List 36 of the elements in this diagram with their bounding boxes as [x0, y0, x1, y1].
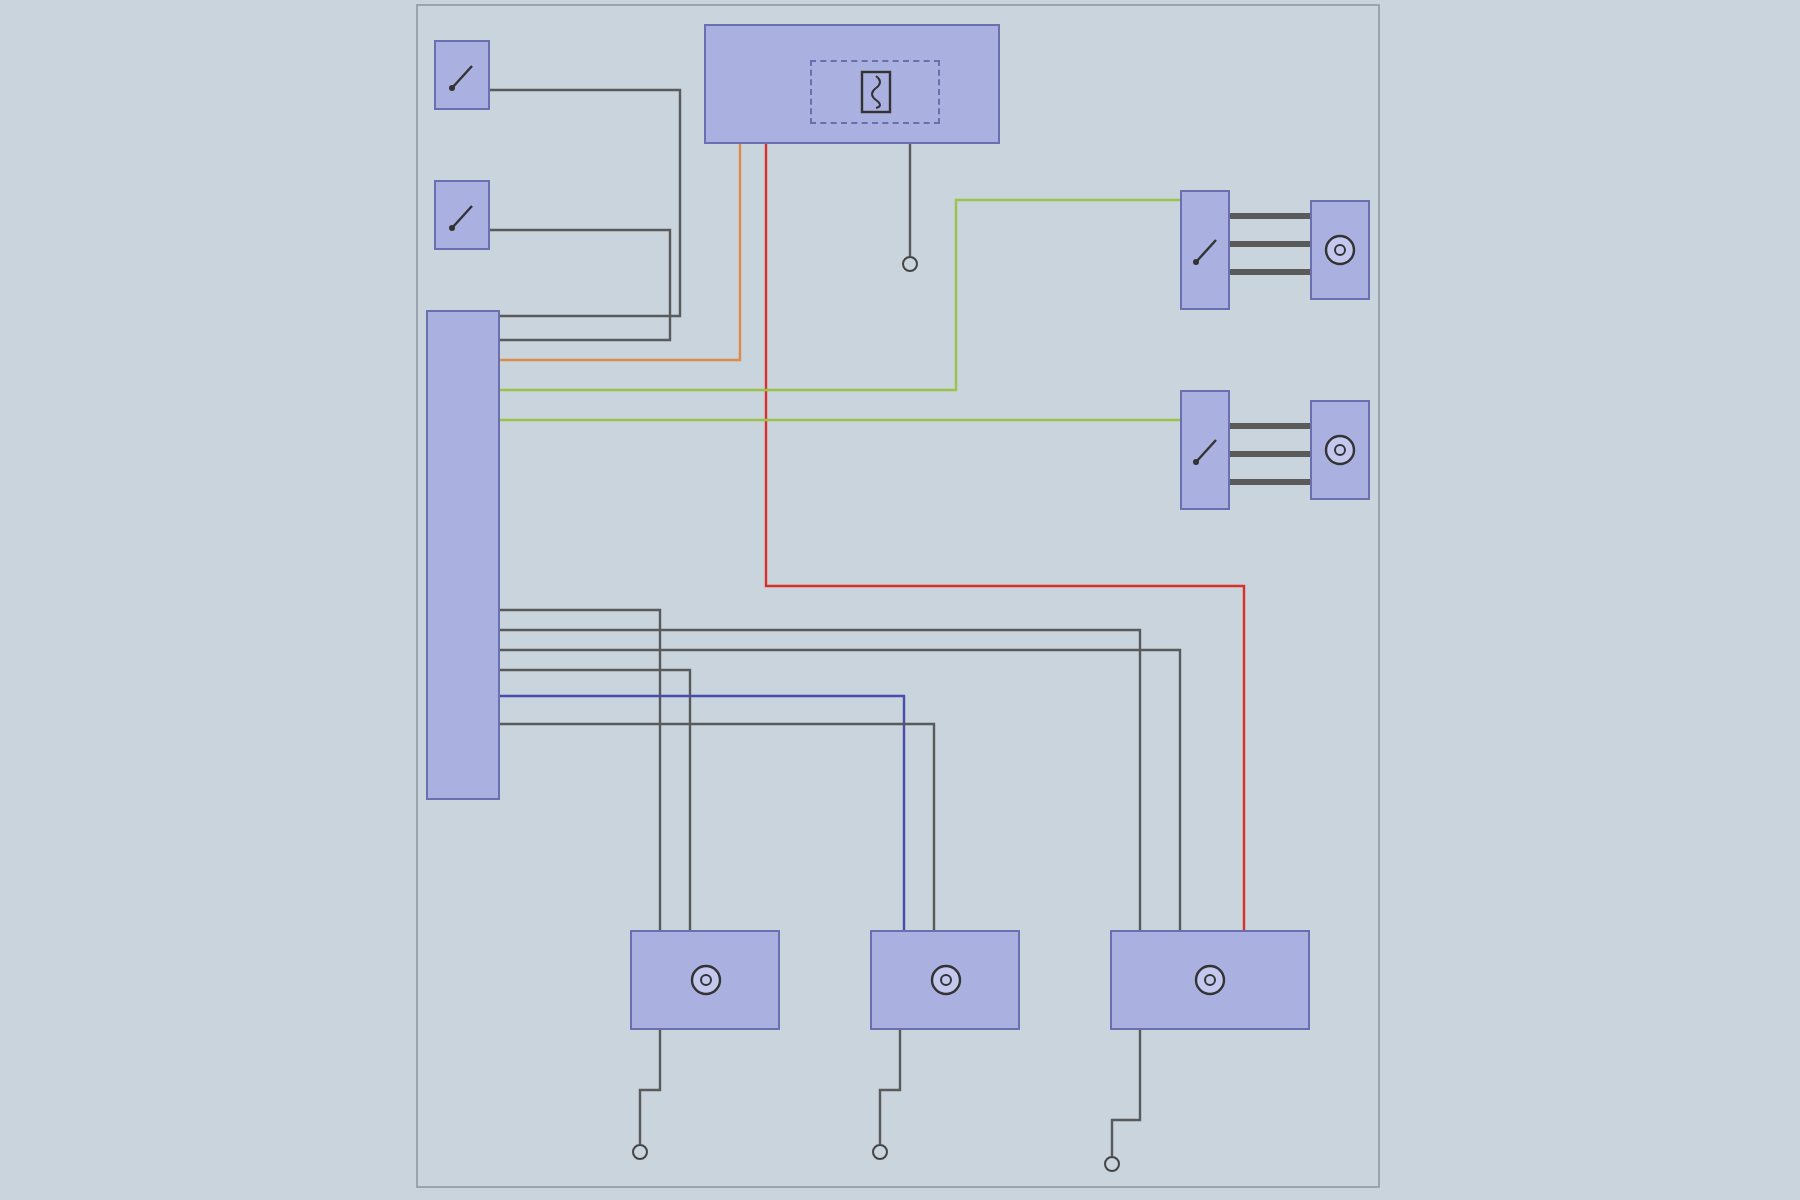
wire: [500, 608, 662, 930]
wire: [1230, 479, 1310, 485]
component-box: [704, 24, 1000, 144]
component-box: [1310, 400, 1370, 500]
ground-terminal: [872, 1144, 888, 1160]
wire: [1230, 423, 1310, 429]
wire: [1230, 451, 1310, 457]
wire: [500, 694, 906, 930]
component-box: [1180, 190, 1230, 310]
wire: [878, 1030, 902, 1144]
wire: [1230, 213, 1310, 219]
wire: [638, 1030, 662, 1144]
component-box: [434, 40, 490, 110]
wire: [490, 88, 682, 318]
wire: [500, 198, 1180, 392]
wire: [500, 418, 1180, 422]
ground-terminal: [632, 1144, 648, 1160]
wire: [500, 668, 692, 930]
component-box: [870, 930, 1020, 1030]
wire: [908, 144, 912, 256]
wire: [500, 722, 936, 930]
component-box: [434, 180, 490, 250]
wire: [1230, 241, 1310, 247]
component-box: [426, 310, 500, 800]
wire: [1230, 269, 1310, 275]
component-box: [1110, 930, 1310, 1030]
wire: [1110, 1030, 1142, 1156]
component-box: [1310, 200, 1370, 300]
wire: [500, 144, 742, 362]
ground-terminal: [1104, 1156, 1120, 1172]
component-box: [810, 60, 940, 124]
wire: [490, 228, 672, 342]
ground-terminal: [902, 256, 918, 272]
component-box: [1180, 390, 1230, 510]
component-box: [630, 930, 780, 1030]
wire: [764, 144, 1246, 930]
